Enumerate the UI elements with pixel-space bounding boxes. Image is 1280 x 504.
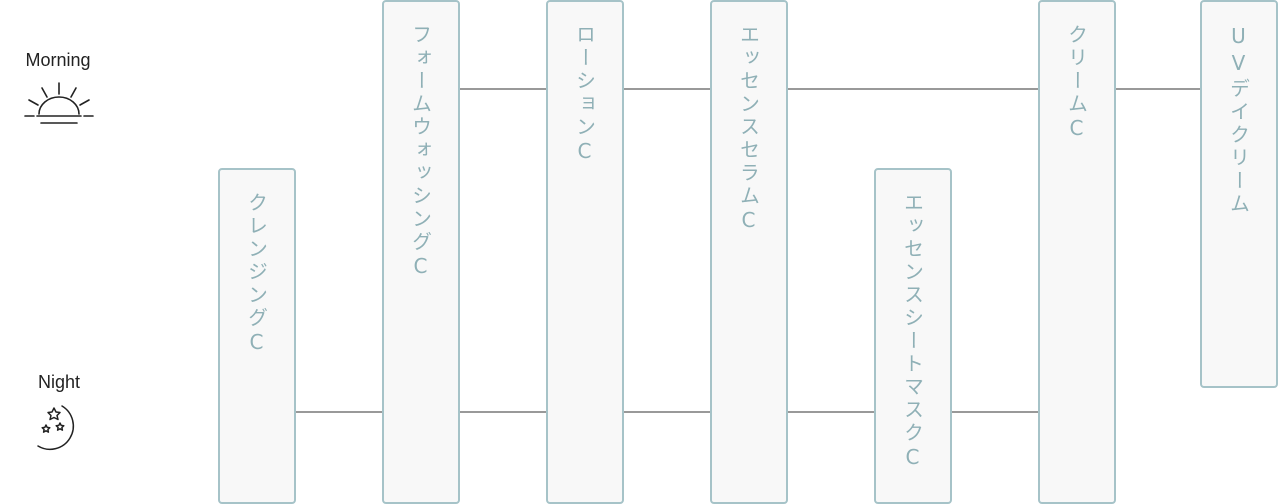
step-label: エッセンスシートマスクC	[900, 192, 925, 472]
step-essence-serum[interactable]: エッセンスセラムC	[710, 0, 788, 504]
night-connector	[624, 411, 712, 413]
morning-connector	[624, 88, 712, 90]
morning-connector	[788, 88, 1040, 90]
step-uv-day-cream[interactable]: UVデイクリーム	[1200, 0, 1278, 388]
morning-label: Morning	[25, 50, 91, 70]
step-label: クリームC	[1064, 24, 1089, 143]
night-connector	[788, 411, 876, 413]
step-lotion[interactable]: ローションC	[546, 0, 624, 504]
step-cream[interactable]: クリームC	[1038, 0, 1116, 504]
step-label: UVデイクリーム	[1226, 24, 1251, 216]
night-connector	[296, 411, 384, 413]
morning-connector	[460, 88, 548, 90]
morning-connector	[1116, 88, 1202, 90]
night-connector	[952, 411, 1040, 413]
step-sheet-mask[interactable]: エッセンスシートマスクC	[874, 168, 952, 504]
step-label: ローションC	[572, 24, 597, 166]
step-label: エッセンスセラムC	[736, 24, 761, 235]
night-label: Night	[37, 372, 81, 392]
moon-stars-icon	[37, 405, 75, 451]
step-label: クレンジングC	[244, 192, 269, 357]
step-foam-washing[interactable]: フォームウォッシングC	[382, 0, 460, 504]
night-connector	[460, 411, 548, 413]
step-label: フォームウォッシングC	[408, 24, 433, 281]
sunrise-icon	[24, 82, 94, 124]
step-cleansing[interactable]: クレンジングC	[218, 168, 296, 504]
